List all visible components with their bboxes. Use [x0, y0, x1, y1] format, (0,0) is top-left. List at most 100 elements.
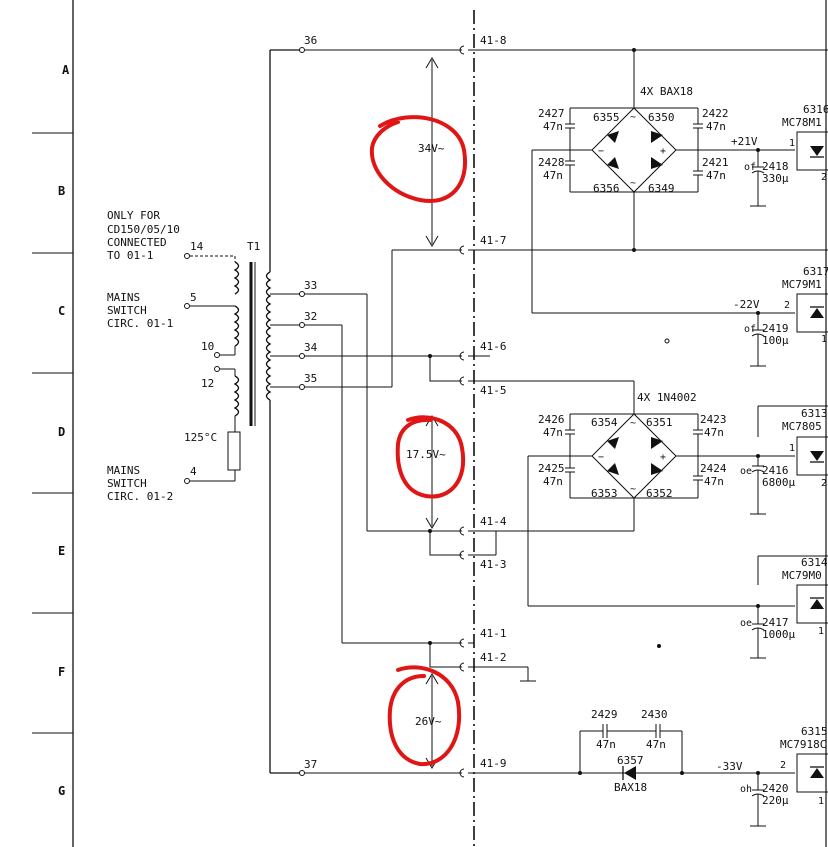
c2416-val: 6800µ — [762, 476, 795, 489]
c2421-val: 47n — [706, 169, 726, 182]
svg-text:~: ~ — [630, 418, 636, 429]
pin-33-label: 33 — [304, 279, 317, 292]
d6353: 6353 — [591, 487, 618, 500]
u6316-pin2: 2 — [821, 172, 827, 183]
c2429-ref: 2429 — [591, 708, 618, 721]
regulator-6316: 6316 MC78M1 1 2 — [782, 103, 828, 183]
note-cd-line4: TO 01-1 — [107, 249, 153, 262]
conn-41-5: 41-5 — [480, 384, 507, 397]
voltage-34v: 34V~ — [418, 142, 445, 155]
c2420-val: 220µ — [762, 794, 789, 807]
d6352: 6352 — [646, 487, 673, 500]
c2428-ref: 2428 — [538, 156, 565, 169]
c2421-ref: 2421 — [702, 156, 729, 169]
note-mains1-line1: MAINS — [107, 291, 140, 304]
red-circle-17-5v — [395, 415, 466, 499]
u6313-pin1: 1 — [789, 443, 795, 454]
pin-35-label: 35 — [304, 372, 317, 385]
row-label-g: G — [58, 784, 65, 798]
note-mains2-line2: SWITCH — [107, 477, 147, 490]
c2417-ref: 2417 — [762, 616, 789, 629]
c2419-val: 100µ — [762, 334, 789, 347]
c2428-val: 47n — [543, 169, 563, 182]
d6356: 6356 — [593, 182, 620, 195]
voltage-arrows: 34V~ 17.5V~ 26V~ — [406, 57, 446, 769]
d6354: 6354 — [591, 416, 618, 429]
conn-41-6: 41-6 — [480, 340, 507, 353]
pin-12-label: 12 — [201, 377, 214, 390]
u6315-ref: 6315 — [801, 725, 828, 738]
u6315-part: MC7918C — [780, 738, 826, 751]
c2420-ref: 2420 — [762, 782, 789, 795]
u6316-pin1: 1 — [789, 138, 795, 149]
c2417-val: 1000µ — [762, 628, 795, 641]
c2418-ref: 2418 — [762, 160, 789, 173]
pin-36-label: 36 — [304, 34, 317, 47]
c2420-prefix: oh — [740, 784, 752, 795]
red-circle-26v — [387, 665, 462, 767]
conn-41-3: 41-3 — [480, 558, 507, 571]
pin-32-label: 32 — [304, 310, 317, 323]
d6350: 6350 — [648, 111, 675, 124]
c2418-val: 330µ — [762, 172, 789, 185]
row-label-a: A — [62, 63, 70, 77]
c2430-val: 47n — [646, 738, 666, 751]
primary-notes: ONLY FOR CD150/05/10 CONNECTED TO 01-1 M… — [107, 209, 180, 503]
conn-41-8: 41-8 — [480, 34, 507, 47]
svg-text:+: + — [660, 452, 666, 463]
regulator-6317: 6317 MC79M1 2 1 — [782, 265, 828, 345]
row-label-c: C — [58, 304, 65, 318]
svg-text:+: + — [660, 146, 666, 157]
conn-41-2: 41-2 — [480, 651, 507, 664]
red-handwritten-circles — [369, 115, 468, 767]
rail-plus21: +21V — [731, 135, 758, 148]
connector-41: 41-8 41-7 41-6 41-5 41-4 41-3 41-1 41-2 … — [459, 10, 507, 847]
voltage-17-5v: 17.5V~ — [406, 448, 446, 461]
c2418-prefix: of — [744, 162, 756, 173]
u6314-part: MC79M0 — [782, 569, 822, 582]
conn-41-4: 41-4 — [480, 515, 507, 528]
u6317-ref: 6317 — [803, 265, 828, 278]
regulator-section-6317: -22V of 2419 100µ — [664, 298, 789, 367]
u6313-ref: 6313 — [801, 407, 828, 420]
bridge-rectifier-1: 4X BAX18 − + ~ ~ 6355 6350 6356 6349 242… — [474, 48, 828, 314]
note-mains2-line1: MAINS — [107, 464, 140, 477]
c2430-ref: 2430 — [641, 708, 668, 721]
row-scale: A B C D E F G — [32, 0, 74, 847]
c2416-prefix: oe — [740, 466, 752, 477]
row-label-f: F — [58, 665, 65, 679]
regulator-input-6314: oe 2417 1000µ — [657, 604, 795, 659]
u6317-pin2: 2 — [784, 300, 790, 311]
c2422-ref: 2422 — [702, 107, 729, 120]
d6351: 6351 — [646, 416, 673, 429]
c2427-val: 47n — [543, 120, 563, 133]
d6349: 6349 — [648, 182, 675, 195]
bridge1-label: 4X BAX18 — [640, 85, 693, 98]
bridge-rectifier-2: 4X 1N4002 − + ~ ~ 6354 6351 6353 6352 24… — [474, 355, 795, 607]
rail-minus33: -33V — [716, 760, 743, 773]
pin-5-label: 5 — [190, 291, 197, 304]
ground-41-2 — [474, 666, 536, 682]
u6317-pin1: 1 — [821, 334, 827, 345]
d6355: 6355 — [593, 111, 620, 124]
rail-minus22: -22V — [733, 298, 760, 311]
voltage-26v: 26V~ — [415, 715, 442, 728]
u6313-pin2: 2 — [821, 478, 827, 489]
row-label-e: E — [58, 544, 65, 558]
c2426-val: 47n — [543, 426, 563, 439]
c2423-val: 47n — [704, 426, 724, 439]
svg-text:−: − — [598, 146, 604, 157]
c2426-ref: 2426 — [538, 413, 565, 426]
regulator-6315: 6315 MC7918C 2 1 — [780, 725, 828, 807]
note-cd-line2: CD150/05/10 — [107, 223, 180, 236]
regulator-6313: 6313 MC7805 1 2 — [757, 405, 828, 489]
bridge2-label: 4X 1N4002 — [637, 391, 697, 404]
transformer-ref: T1 — [247, 240, 260, 253]
u6314-pin1: 1 — [818, 626, 824, 637]
regulator-input-33v: 2429 47n 2430 47n 6357 BAX18 -33V oh 242… — [474, 708, 795, 827]
c2425-val: 47n — [543, 475, 563, 488]
u6315-pin1: 1 — [818, 796, 824, 807]
note-cd-line1: ONLY FOR — [107, 209, 160, 222]
c2417-prefix: oe — [740, 618, 752, 629]
